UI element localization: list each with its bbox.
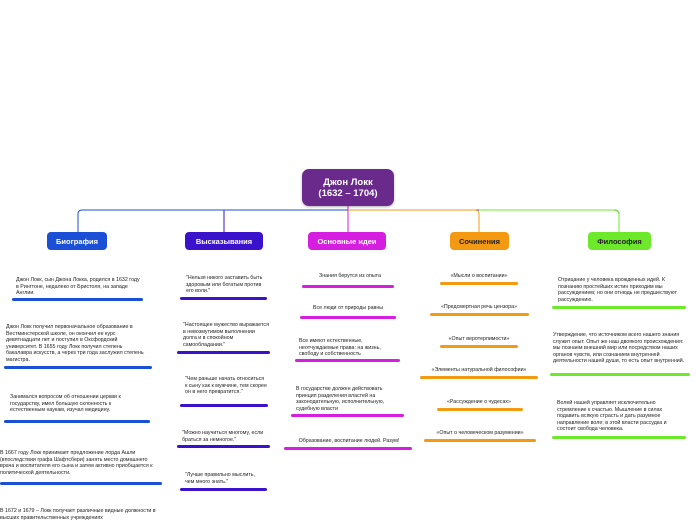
idea-item-underline — [284, 447, 412, 450]
idea-item-underline — [295, 359, 400, 362]
quote-item[interactable]: "Настоящее мужество выражается в невозму… — [183, 322, 269, 348]
quote-item[interactable]: "Можно научиться многому, если браться з… — [182, 430, 264, 443]
biography-item[interactable]: В 1672 и 1679 – Локк получает различные … — [0, 508, 156, 520]
branch-quotes-label: Высказывания — [195, 236, 253, 246]
philosophy-item-underline — [552, 436, 686, 439]
central-topic-title: Джон Локк — [323, 176, 373, 188]
branch-philosophy[interactable]: Философия — [588, 232, 651, 250]
philosophy-item[interactable]: Волей нашей управляет исключительно стре… — [557, 400, 667, 433]
quote-item-underline — [177, 351, 270, 354]
work-item[interactable]: «Опыт веротерпимости» — [448, 336, 510, 342]
idea-item[interactable]: Образование, воспитание людей. Разум! — [298, 438, 400, 444]
connector-works — [348, 209, 480, 232]
quote-item-underline — [180, 297, 267, 300]
biography-item[interactable]: Занимался вопросом об отношении церкви к… — [10, 394, 121, 414]
work-item-underline — [440, 282, 518, 285]
idea-item[interactable]: Знания берутся из опыта — [319, 273, 381, 279]
philosophy-item-underline — [552, 306, 686, 309]
branch-works-label: Сочинения — [459, 236, 500, 246]
biography-item-underline — [4, 366, 152, 369]
quote-item-underline — [177, 445, 270, 448]
idea-item-underline — [302, 285, 394, 288]
work-item-underline — [440, 345, 518, 348]
branch-main-ideas[interactable]: Основные идеи — [308, 232, 386, 250]
idea-item-underline — [300, 316, 396, 319]
central-topic[interactable]: Джон Локк (1632 – 1704) — [302, 169, 394, 206]
branch-works[interactable]: Сочинения — [450, 232, 509, 250]
branch-quotes[interactable]: Высказывания — [185, 232, 263, 250]
idea-item[interactable]: Все имеют естественные, неотчуждаемые пр… — [299, 338, 381, 358]
work-item[interactable]: «Опыт о человеческом разумении» — [436, 430, 524, 436]
quote-item[interactable]: "Чем раньше начать относиться к сыну как… — [185, 376, 267, 396]
central-topic-dates: (1632 – 1704) — [318, 187, 378, 199]
quote-item-underline — [180, 404, 268, 407]
philosophy-item[interactable]: Утверждение, что источником всего нашего… — [553, 332, 685, 365]
philosophy-item[interactable]: Отрицание у человека врожденных идей. К … — [558, 277, 677, 303]
idea-item[interactable]: В государстве должен действовать принцип… — [296, 386, 385, 412]
work-item[interactable]: «Рассуждение о чудесах» — [446, 399, 511, 405]
quote-item[interactable]: "Лучше правильно мыслить, чем много знат… — [185, 472, 256, 485]
biography-item[interactable]: Джон Локк, сын Джона Локка, родился в 16… — [16, 277, 140, 297]
quote-item[interactable]: "Нельзя никого заставить быть здоровым и… — [186, 275, 263, 295]
work-item[interactable]: «Элементы натуральной философии» — [431, 367, 527, 373]
work-item[interactable]: «Предсмертная речь цензора» — [440, 304, 518, 310]
branch-biography[interactable]: Биография — [47, 232, 107, 250]
biography-item-underline — [4, 420, 150, 423]
branch-main-ideas-label: Основные идеи — [317, 236, 377, 246]
biography-item-underline — [12, 298, 143, 301]
connector-philosophy — [479, 209, 620, 232]
biography-item-underline — [0, 482, 162, 485]
work-item-underline — [430, 313, 529, 316]
branch-philosophy-label: Философия — [597, 236, 642, 246]
biography-item[interactable]: В 1667 году Локк принимает предложение л… — [0, 450, 153, 476]
quote-item-underline — [180, 488, 267, 491]
idea-item[interactable]: Все люди от природы равны — [312, 305, 384, 311]
idea-item-underline — [291, 414, 404, 417]
work-item[interactable]: «Мысли о воспитании» — [450, 273, 508, 279]
philosophy-item-underline — [550, 373, 690, 376]
work-item-underline — [420, 376, 538, 379]
work-item-underline — [437, 408, 523, 411]
branch-biography-label: Биография — [55, 236, 98, 246]
work-item-underline — [424, 439, 536, 442]
biography-item[interactable]: Джон Локк получил первоначальное образов… — [6, 324, 144, 363]
